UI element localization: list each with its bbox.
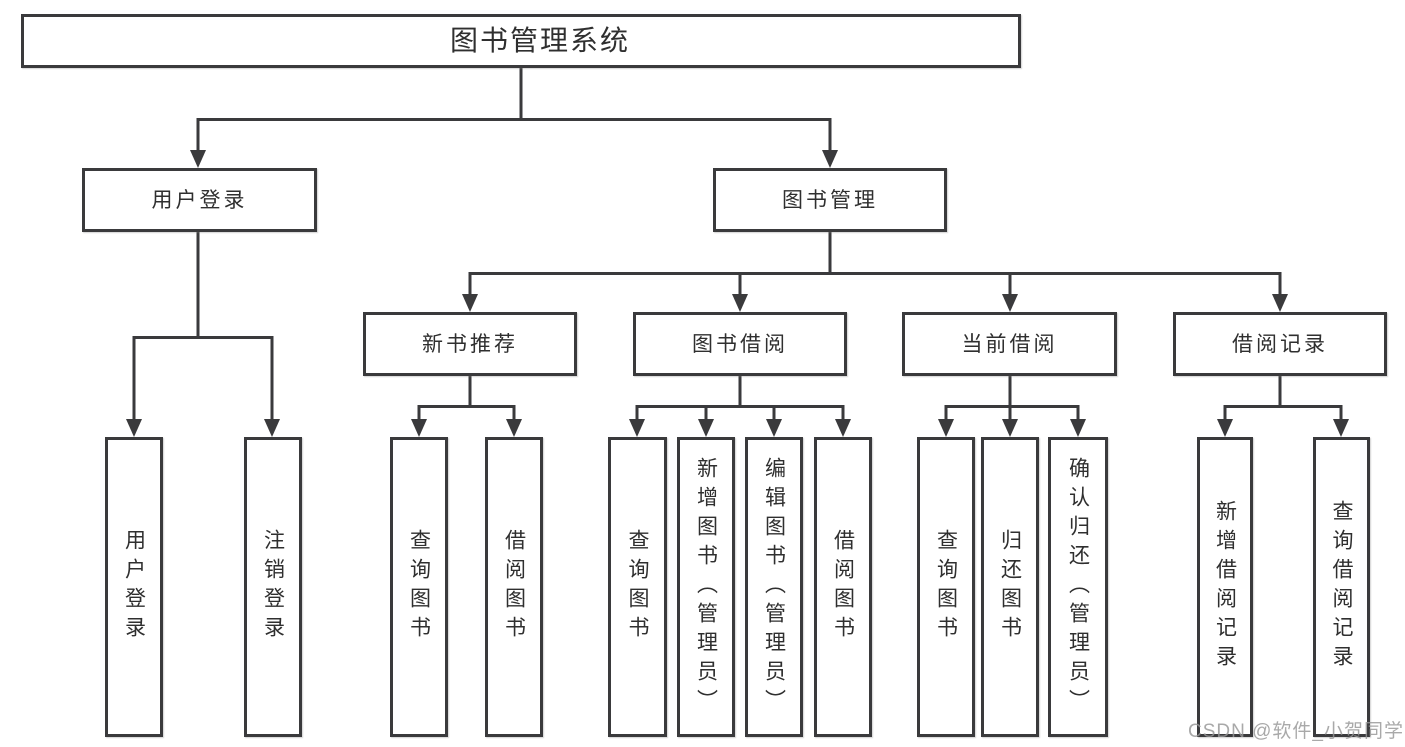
leaf-add-borrow-record: 新增借阅记录 xyxy=(1197,437,1253,737)
leaf-edit-books-admin: 编辑图书（管理员） xyxy=(745,437,803,737)
arrowhead-icon xyxy=(462,294,478,312)
node-label: 新增图书（管理员） xyxy=(694,456,718,718)
node-label: 当前借阅 xyxy=(961,332,1058,356)
leaf-return-books: 归还图书 xyxy=(981,437,1039,737)
arrowhead-icon xyxy=(1070,419,1086,437)
node-label: 图书借阅 xyxy=(692,332,788,356)
arrowhead-icon xyxy=(698,419,714,437)
leaf-add-books-admin: 新增图书（管理员） xyxy=(677,437,735,737)
arrowhead-icon xyxy=(1217,419,1233,437)
connector-line xyxy=(635,405,845,422)
leaf-recommend-query-books: 查询图书 xyxy=(390,437,448,737)
arrowhead-icon xyxy=(190,150,206,168)
node-label: 归还图书 xyxy=(998,529,1022,645)
node-label: 新书推荐 xyxy=(422,332,518,356)
leaf-user-login: 用户登录 xyxy=(105,437,163,737)
arrowhead-icon xyxy=(766,419,782,437)
leaf-borrowing-query-books: 查询图书 xyxy=(608,437,667,737)
node-label: 用户登录 xyxy=(151,188,248,212)
node-label: 查询图书 xyxy=(407,529,431,645)
arrowhead-icon xyxy=(1002,419,1018,437)
node-label: 编辑图书（管理员） xyxy=(762,456,786,718)
node-label: 查询借阅记录 xyxy=(1330,500,1353,674)
connector-line xyxy=(196,118,832,152)
arrowhead-icon xyxy=(1333,419,1349,437)
arrowhead-icon xyxy=(629,419,645,437)
node-book-borrowing: 图书借阅 xyxy=(633,312,847,376)
leaf-borrow-books: 借阅图书 xyxy=(814,437,872,737)
arrowhead-icon xyxy=(732,294,748,312)
arrowhead-icon xyxy=(822,150,838,168)
arrowhead-icon xyxy=(1272,294,1288,312)
watermark: CSDN @软件_小贺同学 xyxy=(1188,721,1404,742)
diagram-title: 图书管理系统 xyxy=(449,25,630,56)
node-label: 确认归还（管理员） xyxy=(1066,456,1090,718)
node-label: 图书管理 xyxy=(782,188,878,212)
leaf-logout: 注销登录 xyxy=(244,437,302,737)
arrowhead-icon xyxy=(411,419,427,437)
connector-line xyxy=(944,405,1080,422)
leaf-confirm-return-admin: 确认归还（管理员） xyxy=(1048,437,1108,737)
node-borrowing-records: 借阅记录 xyxy=(1173,312,1387,376)
arrowhead-icon xyxy=(126,419,142,437)
node-label: 查询图书 xyxy=(934,529,958,645)
leaf-query-borrow-record: 查询借阅记录 xyxy=(1313,437,1370,737)
node-label: 借阅记录 xyxy=(1232,332,1328,356)
node-label: 借阅图书 xyxy=(502,529,526,645)
node-label: 查询图书 xyxy=(626,529,649,645)
arrowhead-icon xyxy=(1002,294,1018,312)
node-book-management: 图书管理 xyxy=(713,168,947,232)
node-current-borrowing: 当前借阅 xyxy=(902,312,1117,376)
node-label: 用户登录 xyxy=(122,529,146,645)
connector-line xyxy=(132,336,274,422)
node-label: 新增借阅记录 xyxy=(1213,500,1237,674)
leaf-current-query-books: 查询图书 xyxy=(917,437,975,737)
arrowhead-icon xyxy=(835,419,851,437)
arrowhead-icon xyxy=(506,419,522,437)
connector-line xyxy=(1223,405,1343,422)
arrowhead-icon xyxy=(938,419,954,437)
node-label: 注销登录 xyxy=(261,529,285,645)
connector-line xyxy=(417,405,516,422)
connector-line xyxy=(468,272,1282,297)
leaf-recommend-borrow-books: 借阅图书 xyxy=(485,437,543,737)
arrowhead-icon xyxy=(264,419,280,437)
node-new-book-recommend: 新书推荐 xyxy=(363,312,577,376)
node-label: 借阅图书 xyxy=(831,529,855,645)
node-system-root: 图书管理系统 xyxy=(21,14,1021,68)
node-user-login: 用户登录 xyxy=(82,168,317,232)
